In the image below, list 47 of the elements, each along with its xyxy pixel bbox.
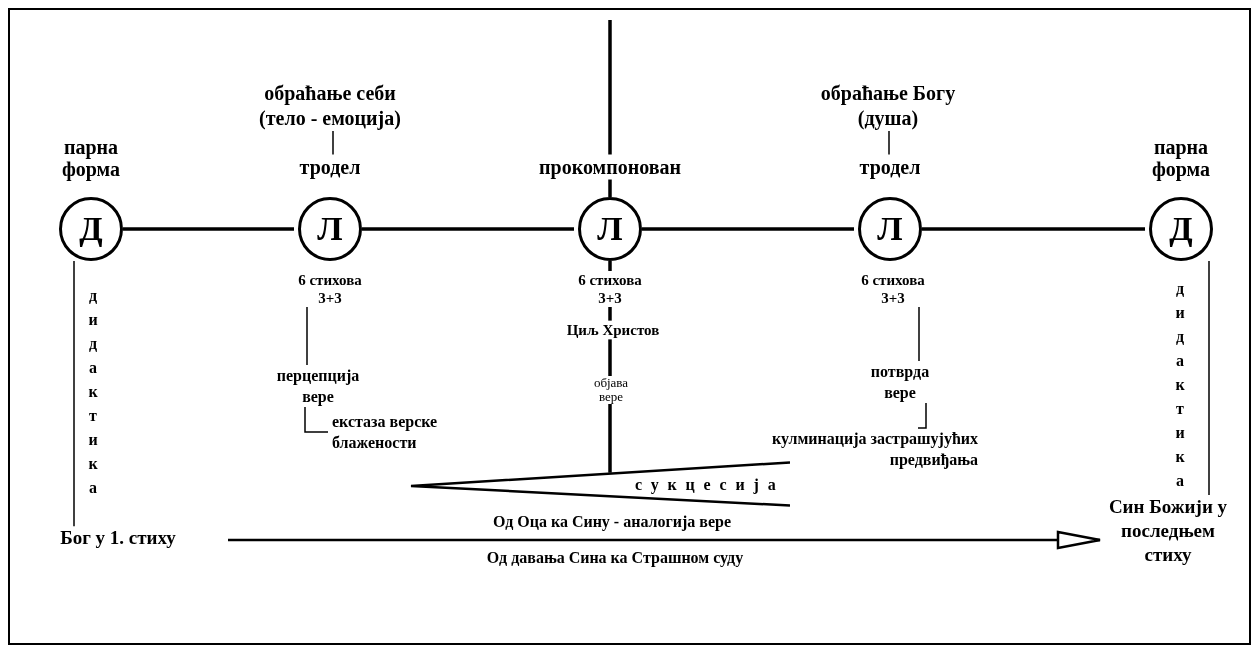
node-caption: парна форма	[1150, 136, 1212, 180]
annotation-text: кулминација застрашујућих предвиђања	[698, 428, 978, 470]
connector-line	[608, 20, 612, 155]
annotation-text: објава вере	[581, 376, 641, 404]
annotation-text: екстаза верске блажености	[332, 411, 492, 453]
annotation-text: прокомпонован	[520, 154, 700, 180]
letter-circle: Л	[858, 197, 922, 261]
letter-circle: Л	[298, 197, 362, 261]
annotation-text: 6 стихова 3+3	[290, 271, 370, 307]
edge-label: дидактика	[1174, 279, 1186, 491]
node-caption: парна форма	[60, 136, 122, 180]
connector-line	[608, 261, 612, 271]
leader-line	[304, 406, 329, 433]
wedge-label: сукцесија	[635, 475, 785, 495]
annotation-text: 6 стихова 3+3	[853, 271, 933, 307]
connector-line	[608, 404, 612, 473]
connector-line	[642, 227, 854, 231]
annotation-text: 6 стихова 3+3	[570, 271, 650, 307]
leader-line	[888, 130, 890, 156]
connector-line	[362, 227, 574, 231]
letter-circle: Д	[59, 197, 123, 261]
edge-label: дидактика	[87, 286, 99, 498]
leader-line	[332, 130, 334, 156]
annotation-text: потврда вере	[855, 361, 945, 403]
annotation-text: тродел	[845, 154, 935, 180]
annotation-text: Бог у 1. стиху	[38, 526, 198, 550]
leader-line	[306, 306, 308, 366]
leader-line	[73, 260, 75, 527]
connector-line	[608, 307, 612, 321]
annotation-text: Син Божији у последњем стиху	[1104, 495, 1232, 567]
node-caption: Од Оца ка Сину - аналогија вере	[492, 512, 732, 533]
letter-circle: Д	[1149, 197, 1213, 261]
annotation-text: Циљ Христов	[553, 320, 673, 340]
annotation-text: тродел	[285, 154, 375, 180]
arrow	[228, 530, 1102, 550]
leader-line	[917, 402, 927, 429]
leader-line	[1208, 260, 1210, 496]
letter-circle: Л	[578, 197, 642, 261]
annotation-text: обраћање себи (тело - емоција)	[240, 81, 420, 131]
connector-line	[922, 227, 1145, 231]
wedge-shape	[410, 461, 790, 507]
connector-line	[123, 227, 294, 231]
annotation-text: обраћање Богу (душа)	[802, 81, 974, 131]
connector-line	[608, 179, 612, 197]
leader-line	[918, 306, 920, 362]
connector-line	[608, 339, 612, 376]
edge-label: Од давања Сина ка Страшном суду	[486, 549, 744, 567]
